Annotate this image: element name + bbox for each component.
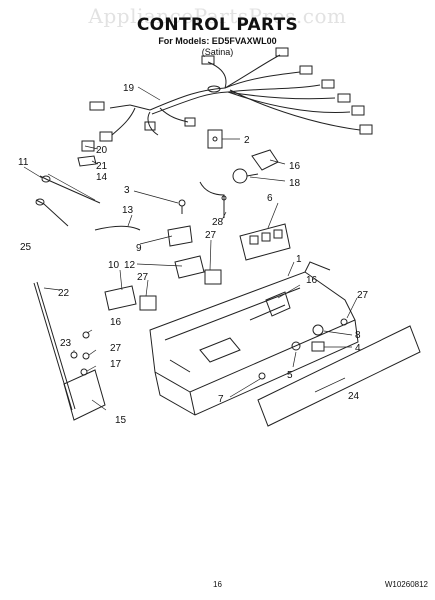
part-13-tube	[94, 225, 141, 231]
part-5-knob	[291, 341, 301, 351]
part-27-label-b	[139, 295, 157, 311]
callout-22: 21	[96, 161, 108, 172]
part-6-control-board	[239, 223, 291, 261]
part-26-sensor	[35, 198, 45, 206]
callout-28: 27	[357, 290, 369, 301]
part-14-sensor-lead	[39, 175, 101, 204]
callout-7: 7	[218, 394, 224, 405]
part-18-screw	[80, 368, 88, 376]
callout-18: 17	[110, 359, 122, 370]
callout-8: 8	[355, 330, 361, 341]
callout-15: 15	[115, 415, 127, 426]
part-12-bracket	[174, 255, 205, 279]
callout-5: 5	[287, 370, 293, 381]
watermark: AppliancePartsPros.com	[88, 4, 347, 28]
part-1-control-housing	[149, 261, 359, 416]
callout-4: 4	[355, 343, 361, 354]
part-28-screw	[340, 318, 348, 326]
callout-13: 13	[122, 205, 134, 216]
part-11-sensor	[41, 175, 51, 183]
part-16-knob	[265, 291, 291, 317]
document-number: W10260812	[384, 580, 428, 589]
callout-30: 28	[212, 217, 224, 228]
part-3-screw	[178, 199, 186, 207]
part-16-screw-left	[82, 331, 90, 339]
callout-20: 19	[123, 83, 135, 94]
callout-3: 3	[124, 185, 130, 196]
leader-lines	[23, 86, 358, 411]
callout-9: 9	[136, 243, 142, 254]
callout-29: 27	[110, 343, 122, 354]
callout-21: 20	[96, 145, 108, 156]
callout-17: 16	[289, 161, 301, 172]
callout-2: 2	[244, 135, 250, 146]
part-27-label-a	[204, 269, 222, 285]
models-line: For Models: ED5FVAXWL00	[158, 36, 277, 46]
variant-line: (Satina)	[201, 47, 234, 57]
wire-harness	[89, 47, 373, 142]
callout-12: 12	[124, 260, 136, 271]
callout-23: 22	[58, 288, 70, 299]
callout-10: 10	[108, 260, 120, 271]
callout-16a: 16	[306, 275, 318, 286]
part-21-bracket	[81, 140, 95, 152]
part-29-washer	[82, 352, 90, 360]
callout-1: 1	[296, 254, 302, 265]
part-25-trim	[257, 325, 421, 427]
callout-26: 25	[20, 242, 32, 253]
callout-11: 11	[18, 157, 29, 168]
part-10-bracket	[104, 285, 137, 311]
callout-6: 6	[267, 193, 273, 204]
callout-27a: 27	[205, 230, 217, 241]
part-19-bulb	[232, 168, 248, 184]
part-30-wire	[199, 181, 225, 218]
part-22-clip	[77, 155, 97, 167]
page-number: 16	[213, 580, 222, 589]
callout-24: 23	[60, 338, 72, 349]
callout-19: 18	[289, 178, 301, 189]
part-24-screw	[70, 351, 78, 359]
part-9-switch	[167, 225, 193, 247]
callout-16b: 16	[110, 317, 122, 328]
part-17-socket	[251, 149, 279, 171]
page-title: CONTROL PARTS	[136, 15, 299, 35]
callout-25: 24	[348, 391, 360, 402]
callout-27b: 27	[137, 272, 149, 283]
part-2-cover	[207, 129, 223, 149]
part-8-lamp	[312, 324, 324, 336]
callout-14: 14	[96, 172, 108, 183]
part-7-screw	[258, 372, 266, 380]
part-15-bracket	[63, 369, 106, 421]
part-4-switch	[311, 341, 325, 352]
